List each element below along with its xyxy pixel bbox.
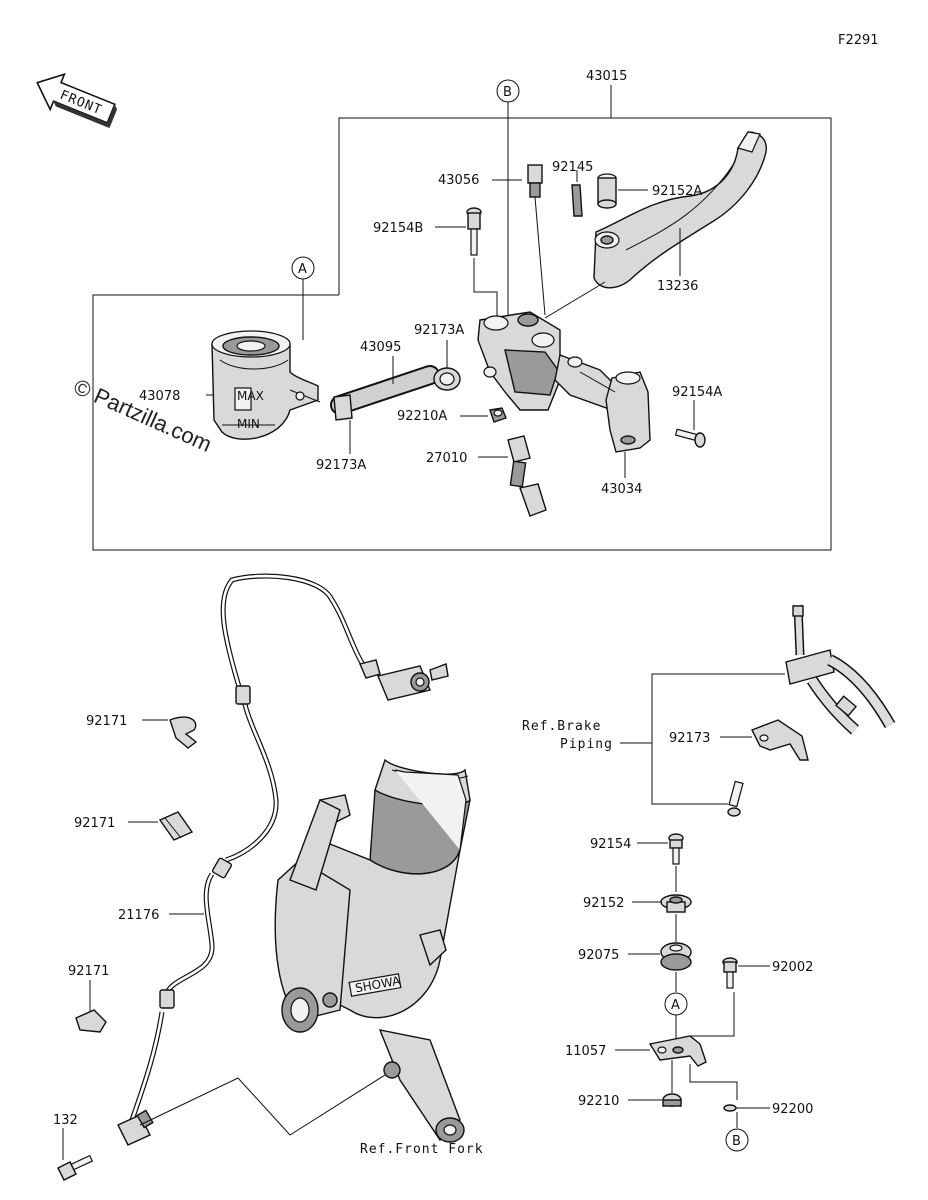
svg-text:A: A: [298, 262, 307, 277]
svg-text:A: A: [671, 998, 680, 1013]
label-92210a: 92210A: [397, 409, 447, 424]
bracket-11057: [648, 992, 735, 1067]
reservoir-min-mark: MIN: [237, 417, 260, 431]
label-92154b: 92154B: [373, 221, 423, 236]
bolt-92173-screw: [727, 780, 744, 817]
label-43034: 43034: [601, 482, 642, 497]
label-92173a-lower: 92173A: [316, 458, 366, 473]
master-cylinder-body: [477, 311, 616, 411]
upper-leaders: [206, 170, 695, 478]
nut-92210a: [489, 407, 507, 423]
fitting-43056: [527, 164, 546, 316]
label-11057: 11057: [565, 1044, 606, 1059]
label-43015: 43015: [586, 69, 627, 84]
front-fork: SHOWA: [274, 758, 471, 1143]
pin-92145: [571, 184, 583, 217]
ref-front-fork-leader: [139, 1074, 386, 1136]
clip-92171-top: [169, 716, 198, 749]
watermark: © Partzilla.com: [70, 374, 216, 457]
label-92154a: 92154A: [672, 385, 722, 400]
label-92002: 92002: [772, 960, 813, 975]
clamp-43034: [579, 371, 651, 453]
label-92173: 92173: [669, 731, 710, 746]
clamp-92173: [751, 719, 809, 761]
label-92200: 92200: [772, 1102, 813, 1117]
label-27010: 27010: [426, 451, 467, 466]
reservoir-43078: MAX MIN: [211, 330, 321, 440]
clip-92171-mid: [158, 811, 194, 841]
label-92152a: 92152A: [652, 184, 702, 199]
svg-text:B: B: [732, 1134, 741, 1149]
nut-92210: [662, 1060, 682, 1107]
bolt-92154: [668, 833, 684, 865]
collar-92152a: [597, 173, 617, 209]
master-cylinder-group-frame: [92, 85, 832, 551]
callout-marker-b-top: B: [496, 79, 520, 320]
label-92210: 92210: [578, 1094, 619, 1109]
diagram-code: F2291: [838, 33, 879, 48]
ref-brake-piping-label-2: Piping: [560, 737, 613, 752]
brake-piping: [785, 604, 896, 735]
collar-92152: [660, 894, 692, 913]
ref-brake-piping-label-1: Ref.Brake: [522, 719, 601, 734]
reservoir-max-mark: MAX: [237, 389, 264, 403]
label-132: 132: [53, 1113, 78, 1128]
switch-27010: [507, 435, 547, 517]
label-92171-mid: 92171: [74, 816, 115, 831]
label-92152: 92152: [583, 896, 624, 911]
label-92171-top: 92171: [86, 714, 127, 729]
screw-92002: [722, 957, 738, 989]
label-92171-low: 92171: [68, 964, 109, 979]
callout-marker-a-bottom: A: [664, 866, 688, 1040]
ref-brake-piping-bracket: [651, 673, 785, 805]
clamp-92173a-lower: [333, 394, 353, 421]
bolt-92154b: [466, 207, 498, 316]
cable-21176: [117, 573, 449, 1146]
lower-right-leaders: [615, 842, 770, 1109]
label-21176: 21176: [118, 908, 159, 923]
label-43095: 43095: [360, 340, 401, 355]
label-43078: 43078: [139, 389, 180, 404]
lower-left-leaders: [62, 719, 204, 1160]
label-92145: 92145: [552, 160, 593, 175]
bolt-132: [57, 1154, 94, 1181]
clip-92171-low: [75, 1009, 107, 1033]
front-arrow-icon: FRONT: [36, 72, 118, 129]
callout-marker-b-bottom: B: [725, 1128, 749, 1152]
lever-13236: [544, 131, 767, 319]
callout-marker-a-top: A: [291, 256, 315, 340]
label-92075: 92075: [578, 948, 619, 963]
grommet-92075: [660, 942, 692, 971]
label-43056: 43056: [438, 173, 479, 188]
washer-92200: [689, 1064, 738, 1128]
svg-text:B: B: [503, 85, 512, 100]
label-92154: 92154: [590, 837, 631, 852]
label-13236: 13236: [657, 279, 698, 294]
label-92173a-upper: 92173A: [414, 323, 464, 338]
bolt-92154a: [674, 428, 706, 448]
ref-front-fork-label: Ref.Front Fork: [360, 1142, 484, 1157]
clamp-92173a-upper: [433, 367, 461, 391]
